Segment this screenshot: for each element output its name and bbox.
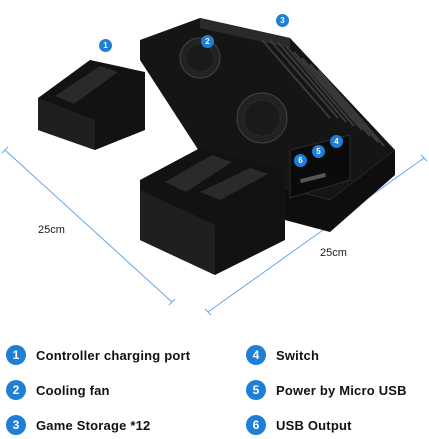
legend-item-game-storage: 3 Game Storage *12 bbox=[6, 414, 150, 436]
front-charger bbox=[140, 148, 285, 275]
depth-dimension-label: 25cm bbox=[38, 224, 65, 236]
width-dimension-line bbox=[204, 154, 428, 316]
callout-3: 3 bbox=[276, 14, 289, 27]
legend-text: Power by Micro USB bbox=[276, 382, 407, 398]
callout-5: 5 bbox=[312, 145, 325, 158]
legend-item-cooling-fan: 2 Cooling fan bbox=[6, 379, 110, 401]
rear-charger bbox=[38, 60, 145, 150]
legend-badge: 1 bbox=[6, 345, 26, 365]
legend-text: Controller charging port bbox=[36, 347, 191, 363]
legend-item-switch: 4 Switch bbox=[246, 344, 319, 366]
legend-badge: 5 bbox=[246, 380, 266, 400]
legend-badge: 3 bbox=[6, 415, 26, 435]
callout-2: 2 bbox=[201, 35, 214, 48]
legend-text: Cooling fan bbox=[36, 382, 110, 398]
legend-item-power-micro-usb: 5 Power by Micro USB bbox=[246, 379, 407, 401]
legend-badge: 6 bbox=[246, 415, 266, 435]
feature-legend: 1 Controller charging port 2 Cooling fan… bbox=[0, 338, 429, 438]
callout-1: 1 bbox=[99, 39, 112, 52]
legend-badge: 4 bbox=[246, 345, 266, 365]
legend-text: Switch bbox=[276, 347, 320, 363]
callout-6: 6 bbox=[294, 154, 307, 167]
callout-4: 4 bbox=[330, 135, 343, 148]
width-dimension-label: 25cm bbox=[320, 247, 347, 259]
legend-item-controller-charging-port: 1 Controller charging port bbox=[6, 344, 190, 366]
legend-item-usb-output: 6 USB Output bbox=[246, 414, 352, 436]
legend-text: Game Storage *12 bbox=[36, 417, 151, 433]
depth-dimension-line bbox=[1, 146, 176, 306]
legend-text: USB Output bbox=[276, 417, 352, 433]
legend-badge: 2 bbox=[6, 380, 26, 400]
